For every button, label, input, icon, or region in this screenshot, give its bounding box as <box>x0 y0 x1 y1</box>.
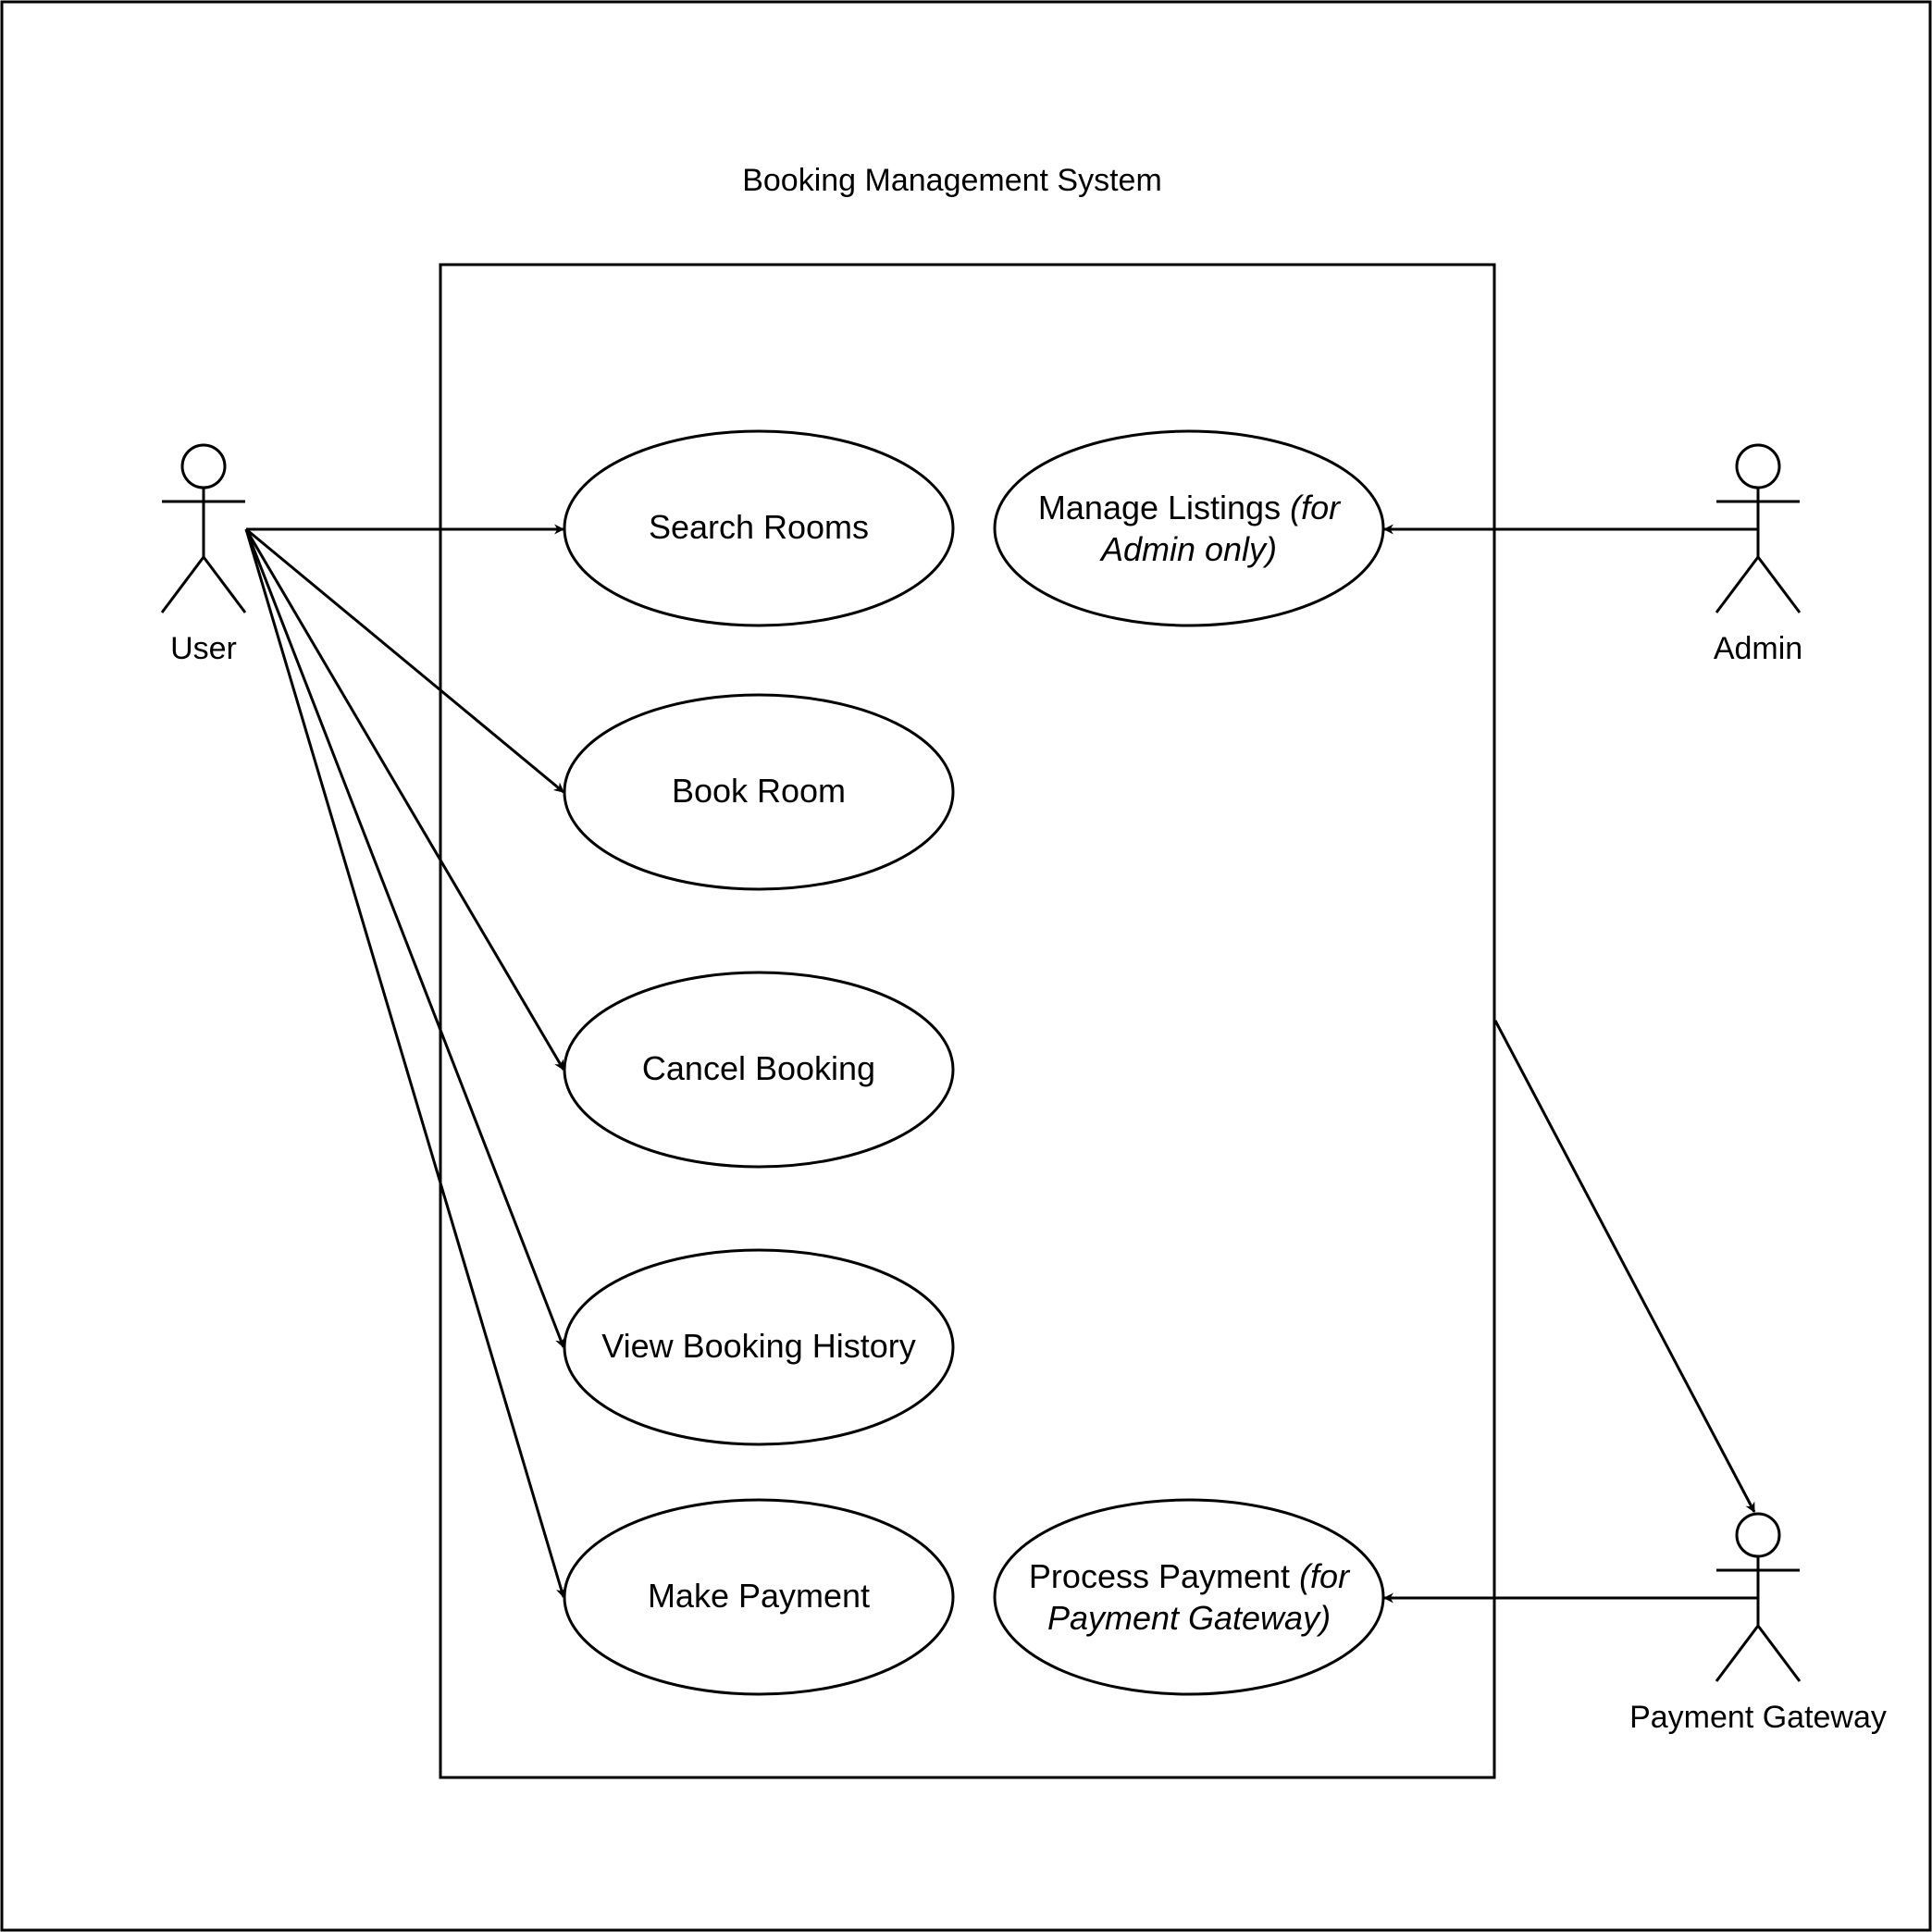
use-case-search-rooms-label: Search Rooms <box>649 508 869 546</box>
actor-admin[interactable] <box>1715 443 1802 613</box>
edge-user-view-booking-history <box>244 528 565 1349</box>
use-case-cancel-booking[interactable]: Cancel Booking <box>563 971 955 1169</box>
use-case-view-booking-history[interactable]: View Booking History <box>563 1248 955 1446</box>
actor-payment-gateway-head <box>1735 1512 1781 1558</box>
process-payment-note-1: (for <box>1299 1557 1351 1595</box>
use-case-process-payment[interactable]: Process Payment (for Payment Gateway) <box>993 1498 1385 1696</box>
use-case-cancel-booking-label: Cancel Booking <box>642 1049 875 1087</box>
edge-user-cancel-booking <box>244 528 565 1071</box>
use-case-process-payment-label: Process Payment (for <box>1029 1557 1351 1595</box>
use-case-manage-listings[interactable]: Manage Listings (for Admin only) <box>993 429 1385 627</box>
actor-payment-gateway-label: Payment Gateway <box>1629 1700 1887 1735</box>
system-title: Booking Management System <box>742 163 1162 198</box>
use-case-book-room-label: Book Room <box>672 772 846 810</box>
edge-user-book-room <box>245 527 564 794</box>
use-case-manage-listings-label: Manage Listings (for <box>1038 489 1342 526</box>
actor-admin-label: Admin <box>1714 631 1802 666</box>
process-payment-main: Process Payment <box>1029 1557 1290 1595</box>
edge-system-payment-gateway <box>1493 1020 1756 1513</box>
use-case-process-payment-label-line2: Payment Gateway) <box>1047 1599 1331 1637</box>
manage-listings-note-1: (for <box>1290 489 1342 526</box>
use-case-view-booking-history-label: View Booking History <box>601 1327 916 1365</box>
use-case-search-rooms[interactable]: Search Rooms <box>563 429 955 627</box>
use-case-book-room[interactable]: Book Room <box>563 693 955 891</box>
use-case-manage-listings-label-line2: Admin only) <box>1099 530 1277 568</box>
use-case-make-payment-label: Make Payment <box>648 1577 870 1615</box>
edge-user-make-payment <box>244 528 566 1599</box>
actor-user[interactable] <box>160 443 247 613</box>
actor-user-label: User <box>170 631 237 666</box>
system-boundary <box>439 263 1496 1779</box>
use-case-make-payment[interactable]: Make Payment <box>563 1498 955 1696</box>
actor-user-head <box>180 443 227 489</box>
actor-payment-gateway[interactable] <box>1715 1512 1802 1682</box>
actor-admin-head <box>1735 443 1781 489</box>
manage-listings-main: Manage Listings <box>1038 489 1281 526</box>
